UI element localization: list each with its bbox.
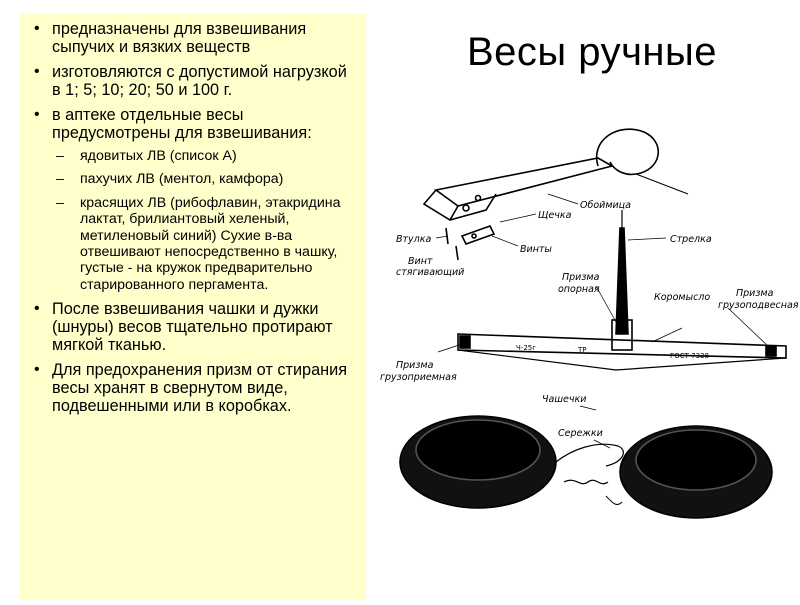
bullet-item: изготовляются с допустимой нагрузкой в 1… (32, 63, 358, 99)
sub-bullet-text: пахучих ЛВ (ментол, камфора) (80, 171, 284, 188)
sub-bullet-text: ядовитых ЛВ (список А) (80, 148, 237, 164)
slide-title: Весы ручные (466, 30, 717, 74)
bullet-list: предназначены для взвешивания сыпучих и … (32, 20, 358, 415)
scale-drawing: Обоймица Щечка Втулка Винты Винт стягива… (380, 128, 799, 519)
cheek-plate (460, 225, 496, 245)
scale-diagram: Обоймица Щечка Втулка Винты Винт стягива… (366, 110, 800, 600)
handle-arm (434, 157, 615, 207)
beam-marking-mid: ТР (577, 346, 587, 354)
label-prizma-opornaya-2: опорная (558, 284, 600, 295)
bullet-text: После взвешивания чашки и дужки (шнуры) … (52, 300, 333, 355)
handle-loop (595, 128, 660, 176)
label-serezhki: Сережки (558, 428, 603, 439)
label-shchechka: Щечка (538, 210, 572, 221)
bullet-text: предназначены для взвешивания сыпучих и … (52, 20, 307, 56)
pan-strings (555, 443, 624, 467)
bullet-text: Для предохранения призм от стирания весы… (52, 361, 348, 416)
label-vinty: Винты (520, 244, 552, 255)
label-chashechki: Чашечки (542, 394, 586, 405)
beam-marking-left: Ч-25г (516, 344, 536, 352)
bullet-text: в аптеке отдельные весы предусмотрены дл… (52, 106, 312, 142)
label-vtulka: Втулка (396, 234, 431, 245)
label-prizma-opornaya-1: Призма (562, 272, 600, 283)
label-vint: Винт (408, 256, 433, 267)
sub-bullet-list: ядовитых ЛВ (список А) пахучих ЛВ (менто… (52, 148, 358, 293)
label-oboimica: Обоймица (580, 200, 631, 211)
beam-marking-right: ГОСТ 7328 (670, 352, 709, 360)
beam (457, 333, 787, 359)
sub-bullet-item: красящих ЛВ (рибофлавин, этакридина лакт… (52, 195, 358, 293)
label-prizma-gruzopodvesnaya-2: грузоподвесная (718, 300, 799, 311)
bullet-item: После взвешивания чашки и дужки (шнуры) … (32, 300, 358, 354)
bullet-item: в аптеке отдельные весы предусмотрены дл… (32, 106, 358, 293)
label-prizma-gruzopriemnaya-1: Призма (396, 360, 434, 371)
sub-bullet-text: красящих ЛВ (рибофлавин, этакридина лакт… (80, 194, 341, 293)
sub-bullet-item: ядовитых ЛВ (список А) (52, 148, 358, 165)
label-prizma-gruzopodvesnaya-1: Призма (736, 288, 774, 299)
text-panel: предназначены для взвешивания сыпучих и … (20, 14, 366, 600)
sub-bullet-item: пахучих ЛВ (ментол, камфора) (52, 171, 358, 188)
bullet-item: Для предохранения призм от стирания весы… (32, 361, 358, 415)
label-styagivayushchiy: стягивающий (396, 267, 464, 278)
label-strelka: Стрелка (670, 234, 712, 245)
label-prizma-gruzopriemnaya-2: грузоприемная (380, 372, 457, 383)
pointer-needle (615, 227, 629, 335)
label-koromyslo: Коромысло (654, 292, 710, 303)
bullet-text: изготовляются с допустимой нагрузкой в 1… (52, 63, 347, 99)
bullet-item: предназначены для взвешивания сыпучих и … (32, 20, 358, 56)
